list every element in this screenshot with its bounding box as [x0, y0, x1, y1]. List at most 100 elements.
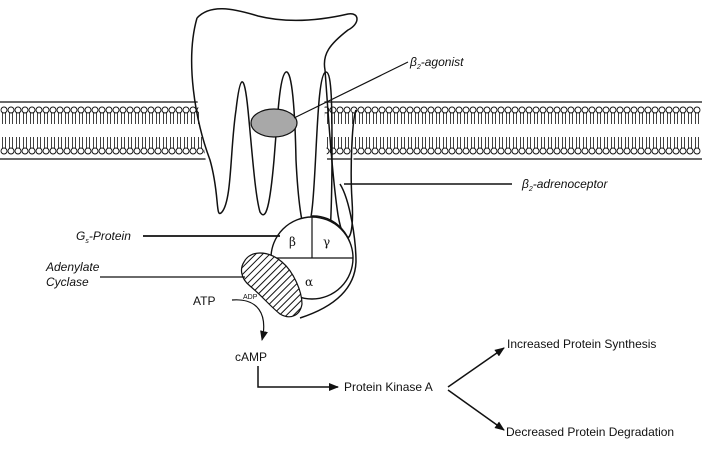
lipid-head — [504, 147, 512, 155]
lipid-head — [399, 106, 407, 114]
lipid-head — [140, 106, 148, 114]
lipid-head — [371, 147, 379, 155]
lipid-head — [42, 106, 50, 114]
lipid-head — [455, 147, 463, 155]
lipid-head — [175, 106, 183, 114]
lipid-head — [581, 147, 589, 155]
lipid-head — [98, 106, 106, 114]
lipid-head — [693, 147, 701, 155]
lipid-head — [70, 106, 78, 114]
lipid-head — [21, 147, 29, 155]
lipid-head — [588, 147, 596, 155]
gs-protein-label: Gs-Protein — [76, 229, 131, 245]
lipid-head — [455, 106, 463, 114]
lipid-head — [672, 106, 680, 114]
lipid-head — [616, 147, 624, 155]
lipid-head — [182, 106, 190, 114]
membrane-lower-leaflet — [0, 137, 701, 155]
lipid-head — [567, 147, 575, 155]
adenylate-cyclase-label-line2: Cyclase — [46, 275, 89, 289]
camp-to-pka-arrow — [257, 366, 339, 391]
lipid-head — [420, 106, 428, 114]
lipid-head — [14, 147, 22, 155]
lipid-head — [637, 147, 645, 155]
lipid-head — [511, 147, 519, 155]
lipid-head — [42, 147, 50, 155]
lipid-head — [658, 106, 666, 114]
lipid-head — [7, 106, 15, 114]
lipid-head — [574, 147, 582, 155]
camp-label: cAMP — [235, 350, 267, 364]
atp-label: ATP — [193, 294, 215, 308]
lipid-head — [378, 106, 386, 114]
lipid-head — [175, 147, 183, 155]
lipid-head — [581, 106, 589, 114]
lipid-head — [469, 106, 477, 114]
lipid-head — [476, 106, 484, 114]
beta-subunit-label: β — [289, 235, 296, 249]
lipid-head — [497, 106, 505, 114]
decreased-protein-degradation-label: Decreased Protein Degradation — [506, 425, 674, 439]
lipid-head — [518, 147, 526, 155]
lipid-head — [182, 147, 190, 155]
lipid-head — [651, 147, 659, 155]
lipid-head — [63, 147, 71, 155]
lipid-head — [693, 106, 701, 114]
lipid-head — [504, 106, 512, 114]
beta2-agonist-label: β2-agonist — [409, 55, 464, 71]
lipid-head — [567, 106, 575, 114]
protein-kinase-a-label: Protein Kinase A — [344, 380, 433, 394]
lipid-head — [336, 106, 344, 114]
lipid-head — [539, 106, 547, 114]
lipid-head — [343, 147, 351, 155]
lipid-head — [189, 147, 197, 155]
lipid-head — [553, 106, 561, 114]
lipid-head — [539, 147, 547, 155]
lipid-head — [525, 106, 533, 114]
lipid-head — [560, 147, 568, 155]
lipid-head — [448, 147, 456, 155]
lipid-head — [595, 106, 603, 114]
lipid-head — [119, 147, 127, 155]
lipid-head — [84, 106, 92, 114]
increased-protein-synthesis-label: Increased Protein Synthesis — [507, 337, 656, 351]
lipid-head — [168, 106, 176, 114]
lipid-head — [35, 106, 43, 114]
lipid-head — [665, 147, 673, 155]
lipid-head — [434, 147, 442, 155]
lipid-head — [56, 106, 64, 114]
pka-to-synthesis-arrow — [447, 347, 505, 388]
beta2-adrenoceptor-label: β2-adrenoceptor — [521, 177, 608, 193]
receptor-outline — [196, 8, 358, 239]
lipid-head — [112, 147, 120, 155]
lipid-head — [518, 106, 526, 114]
lipid-head — [350, 106, 358, 114]
lipid-head — [385, 106, 393, 114]
lipid-head — [84, 147, 92, 155]
lipid-head — [427, 147, 435, 155]
lipid-head — [63, 106, 71, 114]
lipid-head — [441, 147, 449, 155]
lipid-head — [0, 147, 8, 155]
lipid-head — [161, 147, 169, 155]
lipid-head — [427, 106, 435, 114]
lipid-head — [546, 106, 554, 114]
lipid-head — [448, 106, 456, 114]
lipid-head — [35, 147, 43, 155]
lipid-head — [462, 147, 470, 155]
lipid-head — [0, 106, 8, 114]
lipid-head — [49, 106, 57, 114]
lipid-head — [644, 147, 652, 155]
membrane-upper-leaflet — [0, 106, 701, 124]
lipid-head — [406, 106, 414, 114]
lipid-head — [98, 147, 106, 155]
lipid-head — [21, 106, 29, 114]
lipid-head — [133, 147, 141, 155]
lipid-head — [637, 106, 645, 114]
lipid-head — [406, 147, 414, 155]
lipid-head — [511, 106, 519, 114]
lipid-head — [686, 147, 694, 155]
lipid-head — [476, 147, 484, 155]
lipid-head — [371, 106, 379, 114]
lipid-head — [378, 147, 386, 155]
